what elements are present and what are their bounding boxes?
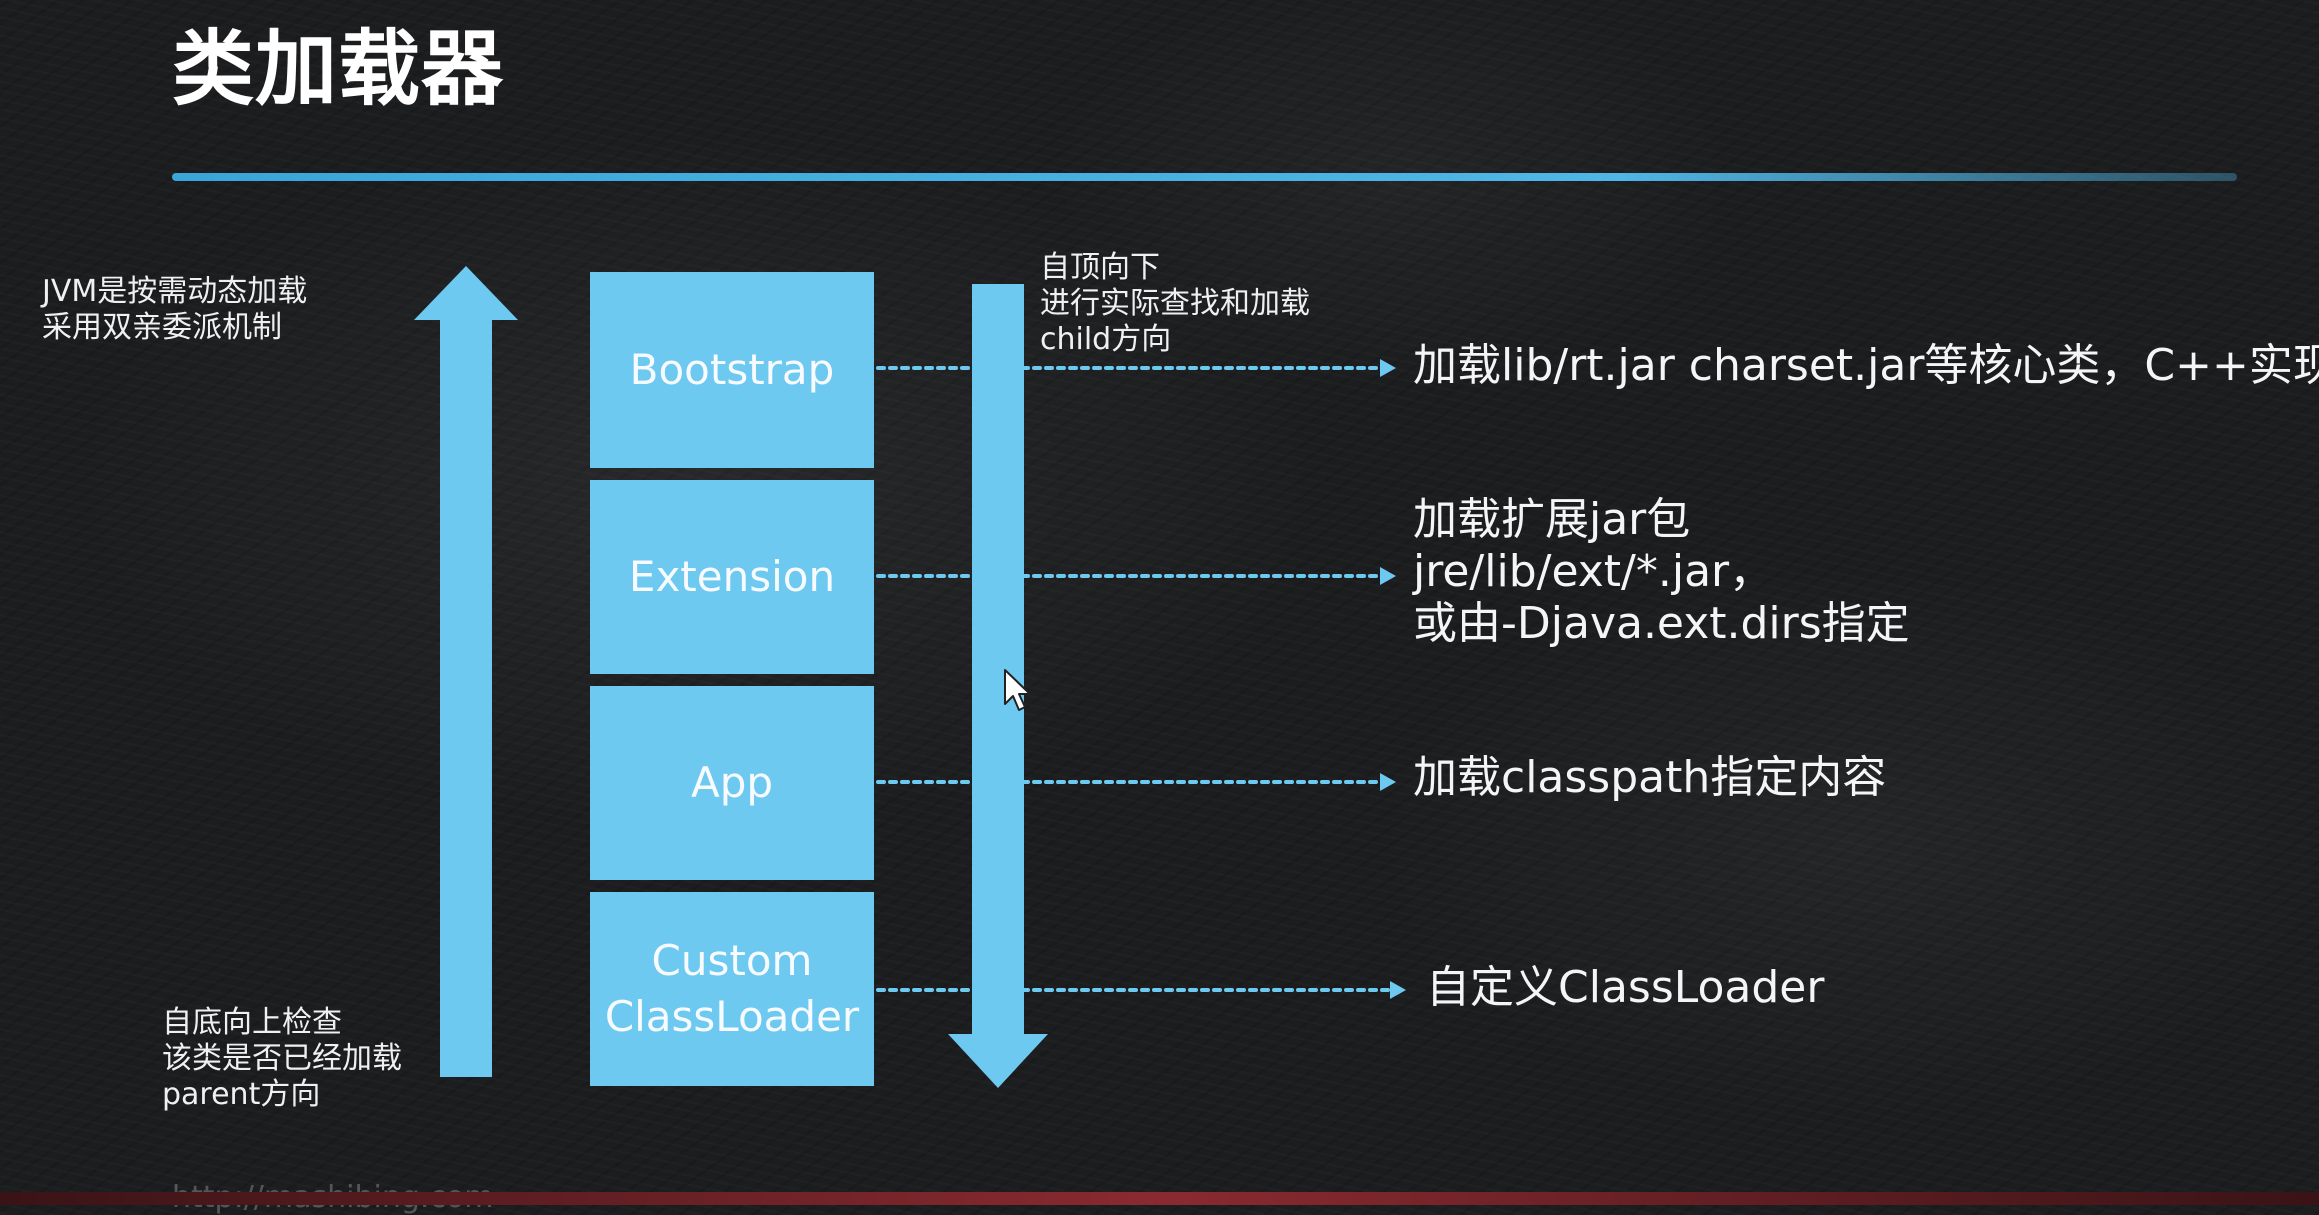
desc-line: 或由-Djava.ext.dirs指定 [1413, 598, 1910, 649]
note-parent-delegation: JVM是按需动态加载 采用双亲委派机制 [42, 274, 307, 346]
title-divider [172, 173, 2237, 181]
arrowhead-icon [1380, 773, 1396, 791]
desc-custom: 自定义ClassLoader [1426, 962, 1825, 1013]
loader-extension: Extension [590, 480, 874, 674]
loader-label: Bootstrap [629, 345, 835, 394]
note-line: JVM是按需动态加载 [42, 274, 308, 309]
slide-title: 类加载器 [172, 22, 505, 117]
loader-app: App [590, 686, 874, 880]
note-line: parent方向 [162, 1077, 321, 1112]
desc-line: 加载扩展jar包 [1413, 494, 1691, 545]
desc-bootstrap: 加载lib/rt.jar charset.jar等核心类，C++实现 [1413, 340, 2319, 391]
note-line: 进行实际查找和加载 [1040, 286, 1310, 321]
desc-line: jre/lib/ext/*.jar， [1413, 546, 1774, 597]
loader-custom: Custom ClassLoader [590, 892, 874, 1086]
arrowhead-icon [1390, 981, 1406, 999]
loader-bootstrap: Bootstrap [590, 272, 874, 468]
note-line: 自顶向下 [1040, 250, 1160, 285]
note-line: 采用双亲委派机制 [42, 310, 282, 345]
loader-label: App [690, 758, 774, 807]
arrowhead-icon [1380, 567, 1396, 585]
up-arrow-icon [414, 266, 518, 1077]
arrowhead-icon [1380, 359, 1396, 377]
bottom-strip [0, 1192, 2319, 1205]
down-arrow-icon [948, 284, 1048, 1088]
mouse-cursor-icon [1004, 669, 1031, 711]
note-top-down: 自顶向下 进行实际查找和加载 child方向 [1040, 250, 1310, 358]
loader-label: Custom ClassLoader [604, 936, 860, 1041]
note-bottom-up: 自底向上检查 该类是否已经加载 parent方向 [162, 1005, 402, 1113]
note-line: 自底向上检查 [162, 1005, 342, 1040]
desc-extension: 加载扩展jar包 jre/lib/ext/*.jar， 或由-Djava.ext… [1413, 494, 1910, 650]
loader-label: Extension [628, 552, 836, 601]
note-line: 该类是否已经加载 [162, 1041, 402, 1076]
desc-app: 加载classpath指定内容 [1413, 752, 1887, 803]
note-line: child方向 [1040, 322, 1172, 357]
